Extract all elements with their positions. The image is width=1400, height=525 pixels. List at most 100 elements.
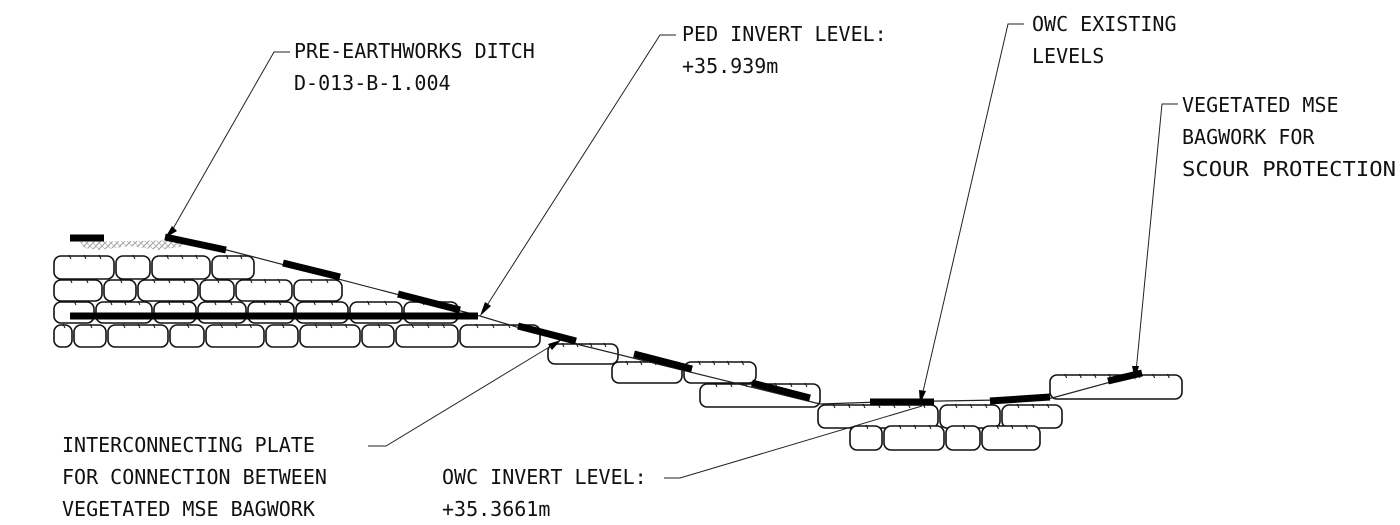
bag-texture-tick xyxy=(832,403,836,409)
bag-texture-tick xyxy=(277,278,281,284)
sandbag-block xyxy=(115,255,151,280)
bag-texture-tick xyxy=(561,342,565,348)
sandbag-block xyxy=(683,361,757,384)
bag-texture-tick xyxy=(220,323,223,329)
bag-texture-tick xyxy=(119,278,123,284)
bag-texture-tick xyxy=(83,254,87,260)
bag-texture-tick xyxy=(589,342,593,348)
bag-texture-tick xyxy=(804,382,808,388)
owc-invert-level-label: OWC INVERT LEVEL: xyxy=(442,465,647,489)
pre-earthworks-ditch-ref: D-013-B-1.004 xyxy=(294,71,451,95)
bag-texture-tick xyxy=(325,278,329,284)
bag-texture-tick xyxy=(234,323,238,329)
bag-texture-tick xyxy=(1031,403,1035,409)
mse-bagwork xyxy=(53,254,1183,451)
bag-texture-tick xyxy=(167,278,171,284)
sandbag-block xyxy=(107,324,169,348)
bag-texture-tick xyxy=(954,403,958,409)
bag-texture-tick xyxy=(411,323,414,329)
bag-texture-tick xyxy=(426,323,430,329)
bag-texture-tick xyxy=(729,382,733,388)
bag-texture-tick xyxy=(262,300,266,306)
sandbag-block xyxy=(265,324,299,348)
bag-texture-tick xyxy=(962,424,966,430)
bag-texture-tick xyxy=(741,360,745,366)
bag-texture-tick xyxy=(98,254,102,260)
sandbag-block xyxy=(53,255,115,280)
bag-texture-tick xyxy=(181,300,185,306)
bag-texture-tick xyxy=(1046,403,1050,409)
sandbag-block xyxy=(817,404,939,429)
existing-level-dashes xyxy=(70,233,1143,406)
sandbag-block xyxy=(1049,374,1183,400)
bag-texture-tick xyxy=(330,300,334,306)
bag-texture-tick xyxy=(928,424,932,430)
sandbag-block xyxy=(169,324,205,348)
bag-texture-tick xyxy=(225,254,229,260)
sandbag-block xyxy=(459,324,541,348)
sandbag-block xyxy=(137,279,199,302)
sandbag-block xyxy=(849,425,883,451)
interconnecting-plate-label-3: VEGETATED MSE BAGWORK xyxy=(62,497,315,521)
bag-texture-tick xyxy=(89,323,93,329)
pre-earthworks-ditch-label: PRE-EARTHWORKS DITCH xyxy=(294,39,535,63)
bag-texture-tick xyxy=(263,278,267,284)
vegetated-mse-label-3: SCOUR PROTECTION xyxy=(1182,157,1396,181)
bag-texture-tick xyxy=(309,278,313,284)
sandbag-block xyxy=(299,324,361,348)
bag-texture-tick xyxy=(73,300,77,306)
interconnecting-plate-label-1: INTERCONNECTING PLATE xyxy=(62,433,315,457)
sandbag-block xyxy=(883,425,945,451)
bag-texture-tick xyxy=(137,323,141,329)
bag-texture-tick xyxy=(68,254,72,260)
bag-texture-tick xyxy=(249,323,252,329)
bag-texture-tick xyxy=(1078,373,1082,379)
bag-texture-tick xyxy=(865,424,869,430)
bag-texture-tick xyxy=(726,360,730,366)
sandbag-block xyxy=(151,255,211,280)
bag-texture-tick xyxy=(847,403,851,409)
bag-texture-tick xyxy=(1016,403,1020,409)
bag-texture-tick xyxy=(384,300,388,306)
bag-texture-tick xyxy=(603,342,607,348)
bag-texture-tick xyxy=(132,254,136,260)
bag-texture-tick xyxy=(122,323,126,329)
bag-texture-tick xyxy=(789,382,793,388)
bag-texture-tick xyxy=(166,254,169,260)
sandbag-block xyxy=(981,425,1041,451)
bag-texture-tick xyxy=(712,360,716,366)
ditch-hatch xyxy=(80,240,188,250)
sandbag-block xyxy=(211,255,255,280)
bag-texture-tick xyxy=(239,254,243,260)
sandbag-block xyxy=(293,279,343,302)
bag-texture-tick xyxy=(85,278,89,284)
bag-texture-tick xyxy=(281,323,285,329)
sandbag-block xyxy=(395,324,459,348)
sandbag-block xyxy=(53,279,103,302)
bag-texture-tick xyxy=(366,300,370,306)
bag-texture-tick xyxy=(344,323,348,329)
bag-texture-tick xyxy=(1093,373,1097,379)
bag-texture-tick xyxy=(69,278,73,284)
bag-texture-tick xyxy=(969,403,973,409)
owc-invert-level-value: +35.3661m xyxy=(442,497,550,521)
bag-texture-tick xyxy=(109,300,113,306)
bag-texture-tick xyxy=(1152,373,1156,379)
bag-texture-tick xyxy=(180,254,184,260)
owc-existing-levels-label-2: LEVELS xyxy=(1032,44,1104,68)
bag-texture-tick xyxy=(913,424,917,430)
bag-texture-tick xyxy=(312,300,316,306)
ped-invert-level-value: +35.939m xyxy=(682,54,778,78)
bag-texture-tick xyxy=(1166,373,1170,379)
sandbag-block xyxy=(547,343,619,365)
bag-texture-tick xyxy=(278,300,282,306)
bag-texture-tick xyxy=(639,360,643,366)
bag-texture-tick xyxy=(1010,424,1014,430)
bag-texture-tick xyxy=(152,278,156,284)
sandbag-block xyxy=(939,404,1001,429)
leaders xyxy=(165,23,1178,479)
bag-texture-tick xyxy=(984,403,988,409)
sandbag-block xyxy=(73,324,107,348)
interconnecting-plate-label-2: FOR CONNECTION BETWEEN xyxy=(62,465,327,489)
